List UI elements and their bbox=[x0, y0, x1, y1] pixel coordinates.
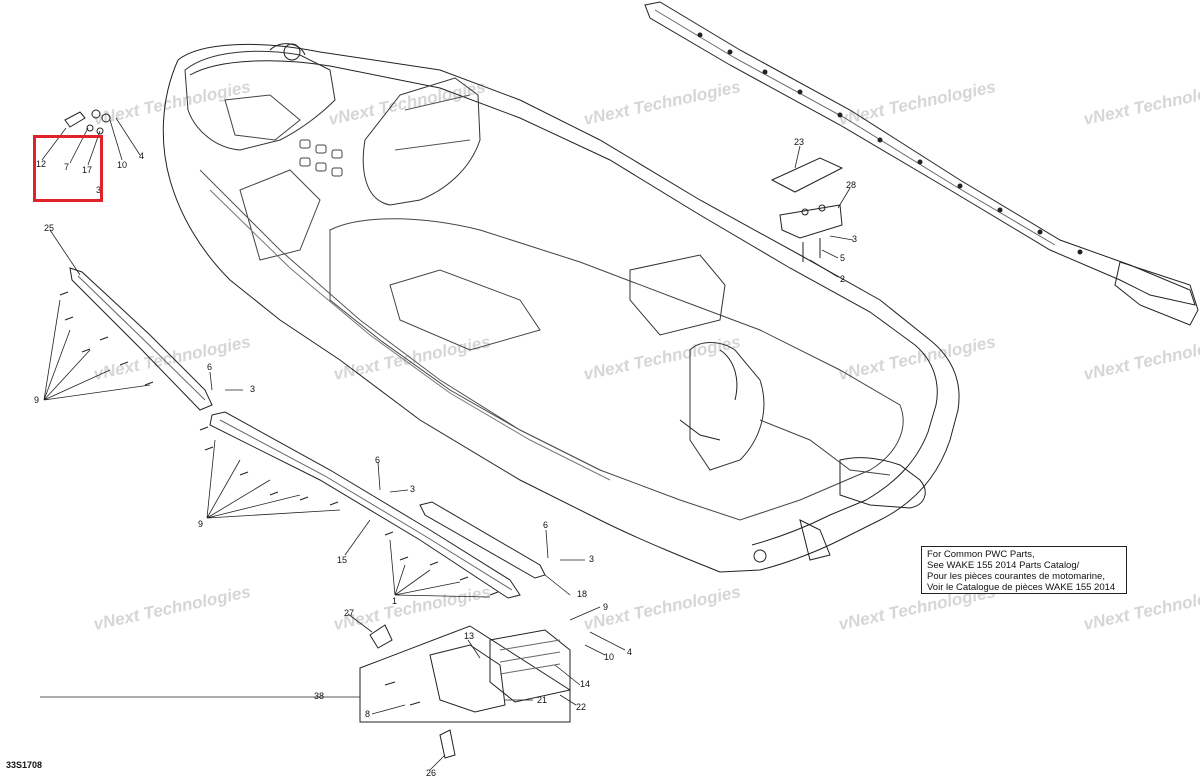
callout-4: 4 bbox=[627, 647, 632, 657]
watermark: vNext Technologies bbox=[582, 77, 742, 129]
hull-deck bbox=[162, 43, 960, 573]
watermark: vNext Technologies bbox=[92, 582, 252, 634]
plate-26 bbox=[439, 729, 456, 759]
watermark: vNext Technologies bbox=[1082, 332, 1200, 384]
callout-22: 22 bbox=[576, 702, 586, 712]
part-labels: 12 7 17 10 4 3 25 9 6 3 9 6 3 15 6 3 18 … bbox=[34, 137, 857, 778]
callout-5: 5 bbox=[840, 253, 845, 263]
highlight-box bbox=[33, 135, 103, 202]
hardware-upper-left bbox=[64, 109, 111, 135]
callout-12: 12 bbox=[36, 159, 46, 169]
callout-28: 28 bbox=[846, 180, 856, 190]
callout-2: 2 bbox=[840, 274, 845, 284]
rear-storage bbox=[629, 254, 726, 336]
callout-25: 25 bbox=[44, 223, 54, 233]
footwell-vents bbox=[299, 139, 343, 177]
deck-rim bbox=[189, 60, 938, 546]
callout-1: 1 bbox=[392, 596, 397, 606]
watermark: vNext Technologies bbox=[92, 77, 252, 129]
bracket-assembly bbox=[770, 157, 844, 262]
callout-3: 3 bbox=[250, 384, 255, 394]
callout-9: 9 bbox=[198, 519, 203, 529]
sub-assembly-38 bbox=[359, 624, 571, 759]
callout-21: 21 bbox=[537, 695, 547, 705]
vent-grille-22 bbox=[489, 629, 571, 703]
callout-10: 10 bbox=[604, 652, 614, 662]
callout-27: 27 bbox=[344, 608, 354, 618]
callout-4: 4 bbox=[139, 151, 144, 161]
bracket-28 bbox=[779, 204, 843, 239]
stern-handle bbox=[839, 457, 926, 509]
callout-23: 23 bbox=[794, 137, 804, 147]
callout-17: 17 bbox=[82, 165, 92, 175]
callout-14: 14 bbox=[580, 679, 590, 689]
watermark: vNext Technologies bbox=[92, 332, 252, 384]
footwell bbox=[329, 218, 904, 521]
callout-26: 26 bbox=[426, 768, 436, 778]
watermark: vNext Technologies bbox=[582, 332, 742, 384]
note-line: Voir le Catalogue de pièces WAKE 155 201… bbox=[927, 582, 1116, 593]
callout-8: 8 bbox=[365, 709, 370, 719]
assembly-frame bbox=[359, 625, 571, 723]
screws-left bbox=[59, 291, 499, 596]
watermark: vNext Technologies bbox=[332, 582, 492, 634]
watermark: vNext Technologies bbox=[837, 77, 997, 129]
common-parts-note: For Common PWC Parts, See WAKE 155 2014 … bbox=[921, 546, 1127, 594]
note-line: Pour les pièces courantes de motomarine, bbox=[927, 571, 1105, 582]
callout-6: 6 bbox=[375, 455, 380, 465]
callout-6: 6 bbox=[543, 520, 548, 530]
bracket-27 bbox=[369, 624, 393, 649]
callout-9: 9 bbox=[603, 602, 608, 612]
callout-7: 7 bbox=[64, 162, 69, 172]
callout-6: 6 bbox=[207, 362, 212, 372]
rub-rail-rear-left bbox=[209, 411, 521, 599]
rail-fasteners bbox=[697, 32, 1083, 255]
hull-outline bbox=[162, 43, 960, 573]
watermark: vNext Technologies bbox=[837, 332, 997, 384]
note-line: See WAKE 155 2014 Parts Catalog/ bbox=[927, 560, 1080, 571]
watermark: vNext Technologies bbox=[332, 332, 492, 384]
callout-3: 3 bbox=[852, 234, 857, 244]
callout-3: 3 bbox=[96, 185, 101, 195]
callout-3: 3 bbox=[410, 484, 415, 494]
leader-lines bbox=[40, 117, 854, 771]
vent-cover-21 bbox=[429, 644, 506, 713]
watermark: vNext Technologies bbox=[327, 77, 487, 129]
callout-3: 3 bbox=[589, 554, 594, 564]
callout-13: 13 bbox=[464, 631, 474, 641]
note-line: For Common PWC Parts, bbox=[927, 549, 1035, 560]
callout-9: 9 bbox=[34, 395, 39, 405]
diagram-code: 33S1708 bbox=[6, 760, 43, 770]
callout-15: 15 bbox=[337, 555, 347, 565]
front-console bbox=[184, 50, 336, 151]
rub-rail-right bbox=[644, 1, 1199, 326]
rub-rail-insert bbox=[419, 501, 546, 579]
callout-38: 38 bbox=[314, 691, 324, 701]
rub-rail-front-left bbox=[69, 267, 213, 411]
callout-18: 18 bbox=[577, 589, 587, 599]
seat bbox=[362, 77, 481, 206]
watermark: vNext Technologies bbox=[1082, 77, 1200, 129]
callout-10: 10 bbox=[117, 160, 127, 170]
decal-23 bbox=[770, 157, 844, 193]
